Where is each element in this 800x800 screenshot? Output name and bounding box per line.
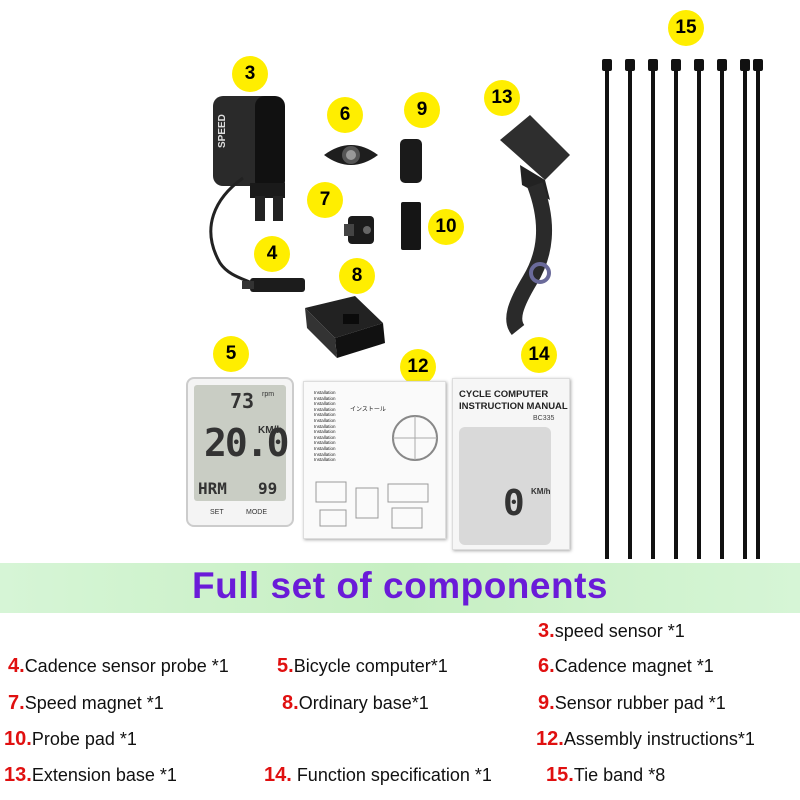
badge-12: 12: [400, 349, 436, 385]
lcd-heart-rate: 99: [258, 479, 278, 498]
component-item: 10.Probe pad *1: [4, 728, 137, 750]
manual-model: BC335: [533, 415, 555, 422]
badge-9: 9: [404, 92, 440, 128]
badge-4: 4: [254, 236, 290, 272]
component-item: 15.Tie band *8: [546, 764, 666, 786]
wheel-diagram: [392, 415, 438, 461]
manual-lcd-speed: 0: [503, 483, 525, 524]
sensor-rubber-pad: [400, 139, 422, 183]
badge-14: 14: [521, 337, 557, 373]
component-item: 3.speed sensor *1: [538, 620, 685, 642]
badge-3: 3: [232, 56, 268, 92]
manual-title-line2: INSTRUCTION MANUAL: [459, 401, 568, 412]
component-item: 9.Sensor rubber pad *1: [538, 692, 726, 714]
speed-magnet: [344, 216, 374, 244]
component-item: 12.Assembly instructions*1: [536, 728, 755, 750]
badge-13: 13: [484, 80, 520, 116]
lcd-speed: 20.0: [204, 421, 290, 465]
badge-15: 15: [668, 10, 704, 46]
banner: [0, 563, 800, 613]
cadence-magnet: [324, 145, 378, 165]
manual-device-image: 0 KM/h: [459, 427, 551, 545]
banner-title: Full set of components: [192, 565, 608, 606]
assembly-diagram: [315, 481, 429, 529]
manual-lcd-unit: KM/h: [531, 487, 551, 496]
lcd-cadence: 73: [230, 389, 255, 413]
badge-6: 6: [327, 97, 363, 133]
set-button: SET: [210, 509, 224, 516]
component-item: 8.Ordinary base*1: [282, 692, 429, 714]
cadence-probe: [242, 278, 305, 292]
extension-base: [500, 115, 570, 335]
tie-bands: [602, 59, 763, 559]
instructions-jp-title: インストール: [350, 406, 386, 413]
function-specification-manual: CYCLE COMPUTER INSTRUCTION MANUAL BC335 …: [452, 378, 570, 550]
component-item: 13.Extension base *1: [4, 764, 177, 786]
badge-5: 5: [213, 336, 249, 372]
component-item: 6.Cadence magnet *1: [538, 655, 714, 677]
manual-title-line1: CYCLE COMPUTER: [459, 389, 549, 400]
badge-10: 10: [428, 209, 464, 245]
component-item: 5.Bicycle computer*1: [277, 655, 448, 677]
lcd-hrm: HRM: [198, 479, 227, 498]
computer-lcd: 73 rpm 20.0 KM/h HRM 99: [194, 385, 290, 501]
ordinary-base: [305, 296, 385, 358]
component-item: 14. Function specification *1: [264, 764, 492, 786]
mode-button: MODE: [246, 509, 267, 516]
badge-8: 8: [339, 258, 375, 294]
speed-sensor: SPEED: [209, 96, 285, 288]
lcd-cadence-unit: rpm: [262, 391, 275, 398]
component-item: 7.Speed magnet *1: [8, 692, 164, 714]
bicycle-computer: 73 rpm 20.0 KM/h HRM 99 SET MODE: [186, 377, 294, 527]
component-item: 4.Cadence sensor probe *1: [8, 655, 229, 677]
lcd-speed-unit: KM/h: [258, 425, 283, 436]
sensor-brand-label: SPEED: [217, 114, 228, 148]
badge-7: 7: [307, 182, 343, 218]
probe-pad: [401, 202, 421, 250]
